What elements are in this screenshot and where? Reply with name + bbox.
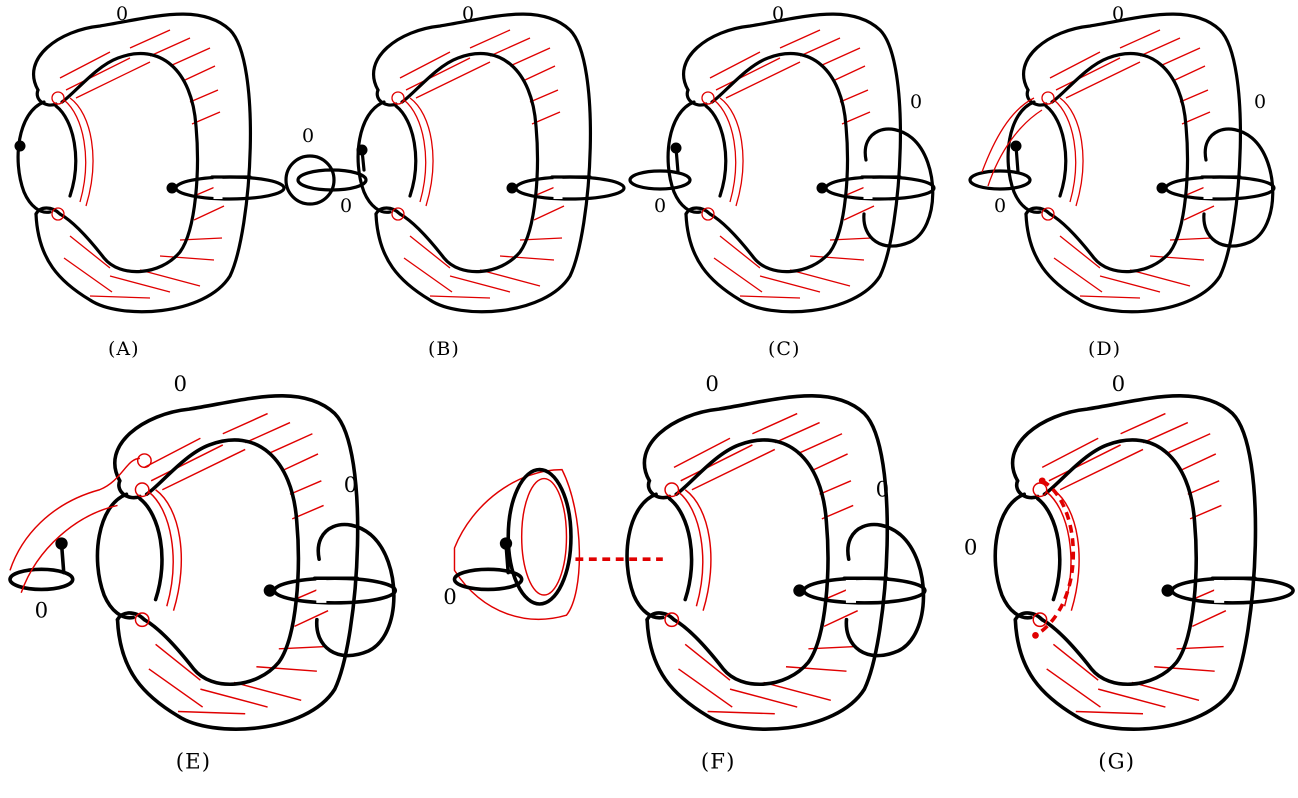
caption-a: (A) (108, 338, 140, 360)
framing-label: 0 (705, 372, 719, 397)
framing-label: 0 (462, 3, 474, 25)
caption-g: (G) (1098, 750, 1135, 775)
framing-label: 0 (654, 195, 666, 217)
framing-label: 0 (910, 91, 922, 113)
panel-e: 0 0 0 (E) (8, 372, 395, 775)
framing-label: 0 (116, 3, 128, 25)
panel-b: 0 0 0 (B) (284, 3, 624, 360)
panel-a: 0 (A) (14, 3, 285, 360)
framing-label: 0 (443, 585, 457, 610)
framing-label: 0 (1112, 3, 1124, 25)
panel-g: 0 0 (G) (964, 372, 1293, 775)
framing-label: 0 (1254, 91, 1266, 113)
framing-label: 0 (344, 473, 358, 498)
framing-label: 0 (964, 536, 978, 561)
framing-label: 0 (35, 598, 49, 623)
caption-c: (C) (768, 338, 800, 360)
panel-c: 0 0 0 (C) (628, 3, 934, 360)
caption-f: (F) (701, 750, 736, 775)
panel-d: 0 0 0 (D) (968, 3, 1274, 360)
framing-label: 0 (340, 195, 352, 217)
framing-label: 0 (772, 3, 784, 25)
framing-label: 0 (1112, 372, 1126, 397)
framing-label: 0 (302, 125, 314, 147)
framing-label: 0 (174, 372, 188, 397)
panel-f: 0 0 0 (F) (443, 372, 925, 775)
caption-d: (D) (1088, 338, 1121, 360)
caption-b: (B) (428, 338, 460, 360)
framing-label: 0 (876, 477, 890, 502)
framing-label: 0 (994, 195, 1006, 217)
caption-e: (E) (176, 750, 211, 775)
